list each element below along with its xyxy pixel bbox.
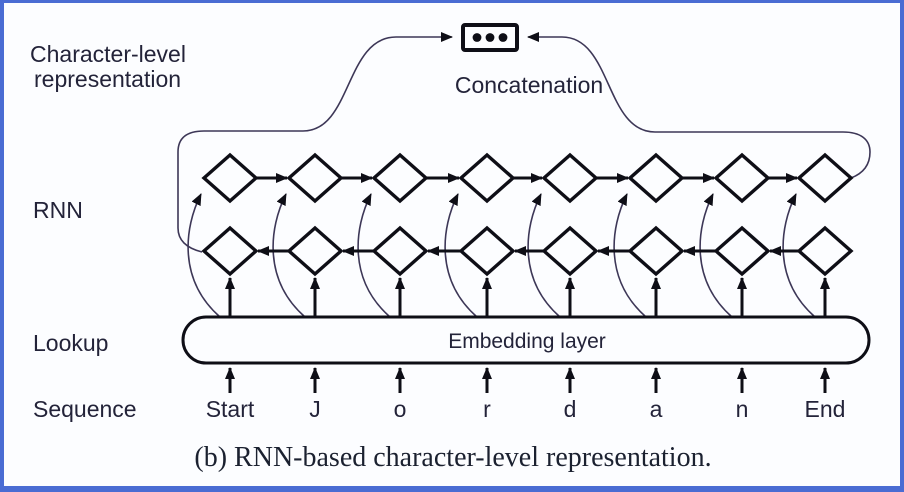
concat-dot-icon [498,33,508,42]
forward-rnn-cell-diamond [796,152,854,204]
backward-output-to-concat-curve [177,32,453,253]
embedding-to-forward-cell-curve [527,193,561,318]
forward-output-to-concat-curve [527,32,871,179]
backward-rnn-cell-diamond [371,225,429,277]
token-r: r [483,396,491,422]
forward-rnn-cell-diamond [458,152,516,204]
token-o: o [394,396,407,422]
embedding-layer-label: Embedding layer [448,330,606,353]
backward-rnn-cell-diamond [541,225,599,277]
embedding-to-forward-cell-curve [187,193,221,318]
embedding-to-forward-cell-curve [782,193,816,318]
backward-rnn-cell-diamond [458,225,516,277]
forward-rnn-cell-diamond [286,152,344,204]
concatenation-label: Concatenation [455,72,603,98]
embedding-to-forward-cell-curve [272,193,306,318]
embedding-to-forward-cell-curve [699,193,733,318]
concat-dot-icon [485,33,495,42]
backward-rnn-cell-diamond [201,225,259,277]
lookup-label: Lookup [33,330,108,356]
backward-rnn-cell-diamond [627,225,685,277]
concat-dot-icon [472,33,482,42]
token-d: d [564,396,577,422]
figure-caption: (b) RNN-based character-level representa… [194,442,711,473]
character-level-label-line2: representation [34,66,181,92]
backward-rnn-cell-diamond [796,225,854,277]
backward-rnn-cell-diamond [286,225,344,277]
forward-rnn-cell-diamond [627,152,685,204]
embedding-to-forward-curves [187,193,816,318]
rnn-cells [201,152,854,277]
token-start: Start [206,396,255,422]
character-level-label-line1: Character-level [30,41,186,67]
token-n: n [736,396,749,422]
token-end: End [805,396,846,422]
rnn-label: RNN [33,197,83,223]
embedding-layer-box [181,315,871,365]
embedding-to-forward-cell-curve [444,193,478,318]
sequence-label: Sequence [33,396,137,422]
embedding-to-forward-cell-curve [357,193,391,318]
forward-rnn-cell-diamond [371,152,429,204]
token-a: a [650,396,663,422]
forward-rnn-cell-diamond [713,152,771,204]
rnn-chain-arrows [225,173,830,393]
forward-rnn-cell-diamond [201,152,259,204]
backward-rnn-cell-diamond [713,225,771,277]
token-j: J [309,396,321,422]
embedding-to-forward-cell-curve [613,193,647,318]
forward-rnn-cell-diamond [541,152,599,204]
